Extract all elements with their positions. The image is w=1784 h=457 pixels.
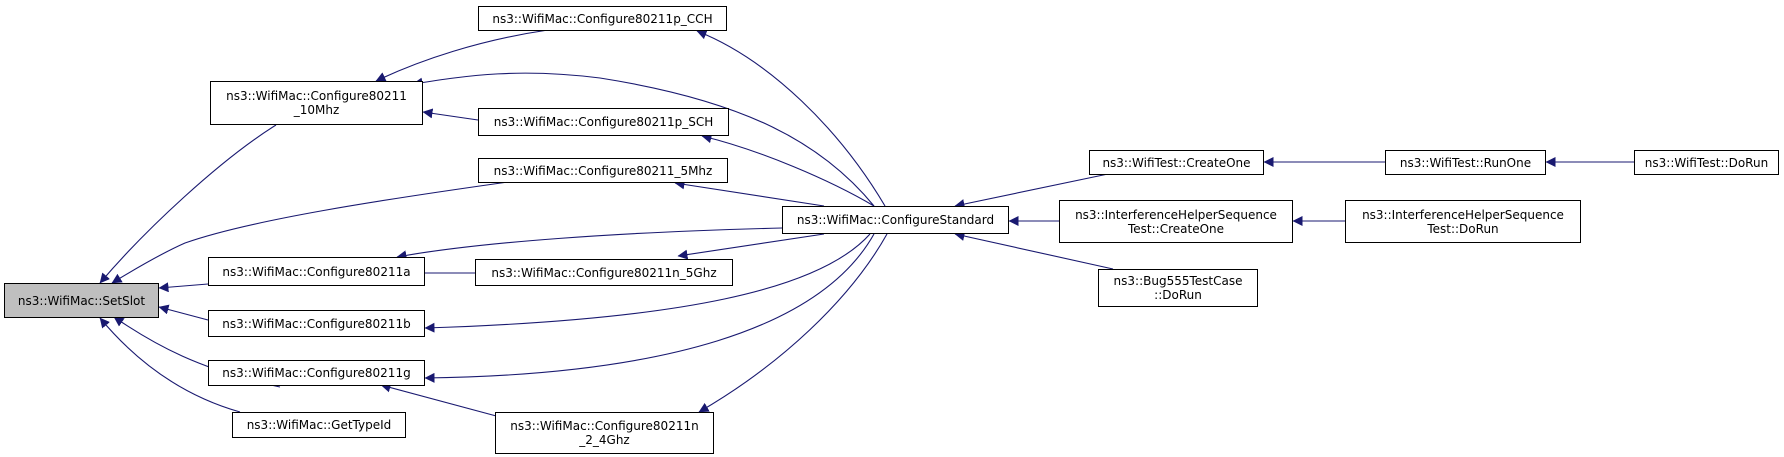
node-gettypeid[interactable]: ns3::WifiMac::GetTypeId xyxy=(232,412,406,438)
edge-cfgstd-cfgn24 xyxy=(698,233,888,413)
edge-cfgstd-cfga xyxy=(396,227,783,261)
edge-cfgn24-cfgg xyxy=(380,382,501,418)
node-configure80211b[interactable]: ns3::WifiMac::Configure80211b xyxy=(208,310,425,337)
node-configure80211-10mhz[interactable]: ns3::WifiMac::Configure80211 _10Mhz xyxy=(210,81,423,125)
node-wifitest-dorun-label: ns3::WifiTest::DoRun xyxy=(1644,155,1769,170)
node-configure80211n-5ghz[interactable]: ns3::WifiMac::Configure80211n_5Ghz xyxy=(475,259,733,286)
node-setslot-label: ns3::WifiMac::SetSlot xyxy=(17,293,146,308)
edge-cfga-setslot xyxy=(158,282,209,293)
edge-gettypeid-setslot xyxy=(99,317,241,413)
node-configure80211g[interactable]: ns3::WifiMac::Configure80211g xyxy=(208,360,425,386)
node-setslot: ns3::WifiMac::SetSlot xyxy=(4,283,159,318)
edge-cfgstd-cfgg xyxy=(424,233,875,383)
node-bug555-dorun-label-1: ns3::Bug555TestCase xyxy=(1113,274,1243,288)
node-wifitest-createone[interactable]: ns3::WifiTest::CreateOne xyxy=(1089,150,1264,175)
edge-cfgstd-cfgb xyxy=(424,233,871,333)
edge-cfg5mhz-setslot xyxy=(111,181,509,284)
edge-cfgstd-cfgpsch xyxy=(701,133,875,207)
node-wifitest-runone[interactable]: ns3::WifiTest::RunOne xyxy=(1385,150,1546,175)
node-configure80211a[interactable]: ns3::WifiMac::Configure80211a xyxy=(208,257,425,286)
node-configure80211n-2-4ghz-label-1: ns3::WifiMac::Configure80211n xyxy=(510,419,699,433)
node-configure80211b-label: ns3::WifiMac::Configure80211b xyxy=(222,316,411,331)
edge-cfg10mhz-setslot xyxy=(99,124,277,284)
node-configurestandard[interactable]: ns3::WifiMac::ConfigureStandard xyxy=(782,206,1009,234)
node-configure80211p-sch[interactable]: ns3::WifiMac::Configure80211p_SCH xyxy=(478,108,729,136)
node-gettypeid-label: ns3::WifiMac::GetTypeId xyxy=(246,418,392,432)
node-configure80211p-cch-label: ns3::WifiMac::Configure80211p_CCH xyxy=(492,11,713,26)
node-configure80211-10mhz-label-2: _10Mhz xyxy=(293,103,340,117)
edge-bug555-cfgstd xyxy=(954,231,1114,270)
node-configure80211p-sch-label: ns3::WifiMac::Configure80211p_SCH xyxy=(493,115,714,129)
node-configure80211a-label: ns3::WifiMac::Configure80211a xyxy=(222,264,411,279)
edge-cfgstd-cfgn5 xyxy=(677,233,825,260)
node-ihs-dorun-label-1: ns3::InterferenceHelperSequence xyxy=(1362,207,1564,222)
edge-cfgstd-cfg10mhz xyxy=(412,72,875,207)
node-ihs-createone[interactable]: ns3::InterferenceHelperSequence Test::Cr… xyxy=(1059,200,1293,243)
node-ihs-createone-label-2: Test::CreateOne xyxy=(1127,221,1225,236)
node-configure80211n-2-4ghz-label-2: _2_4Ghz xyxy=(579,433,630,447)
edge-cfgpsch-cfg10mhz xyxy=(422,108,479,121)
node-wifitest-createone-label: ns3::WifiTest::CreateOne xyxy=(1102,155,1251,170)
node-wifitest-runone-label: ns3::WifiTest::RunOne xyxy=(1399,155,1532,170)
node-configure80211n-2-4ghz[interactable]: ns3::WifiMac::Configure80211n _2_4Ghz xyxy=(495,412,714,454)
edge-cfgstd-cfg5mhz xyxy=(674,179,825,207)
node-ihs-dorun-label-2: Test::DoRun xyxy=(1427,221,1499,236)
node-ihs-createone-label-1: ns3::InterferenceHelperSequence xyxy=(1075,207,1277,222)
edge-cfgpcch-cfg10mhz xyxy=(375,29,549,82)
node-bug555-dorun-label-2: ::DoRun xyxy=(1154,288,1202,302)
node-wifitest-dorun[interactable]: ns3::WifiTest::DoRun xyxy=(1634,150,1779,175)
edge-wtcreateone-cfgstd xyxy=(954,173,1109,209)
node-configure80211p-cch[interactable]: ns3::WifiMac::Configure80211p_CCH xyxy=(478,6,727,31)
node-configure80211g-label: ns3::WifiMac::Configure80211g xyxy=(222,366,411,380)
node-configure80211-5mhz-label: ns3::WifiMac::Configure80211_5Mhz xyxy=(493,163,713,178)
node-configure80211-5mhz[interactable]: ns3::WifiMac::Configure80211_5Mhz xyxy=(478,158,728,183)
edge-cfgstd-cfgpcch xyxy=(696,29,886,207)
node-bug555-dorun[interactable]: ns3::Bug555TestCase ::DoRun xyxy=(1098,269,1258,307)
node-configure80211-10mhz-label-1: ns3::WifiMac::Configure80211 xyxy=(226,89,407,103)
node-ihs-dorun[interactable]: ns3::InterferenceHelperSequence Test::Do… xyxy=(1345,200,1581,243)
node-configurestandard-label: ns3::WifiMac::ConfigureStandard xyxy=(796,213,995,227)
edge-cfgb-setslot xyxy=(158,304,209,321)
node-configure80211n-5ghz-label: ns3::WifiMac::Configure80211n_5Ghz xyxy=(491,265,717,280)
